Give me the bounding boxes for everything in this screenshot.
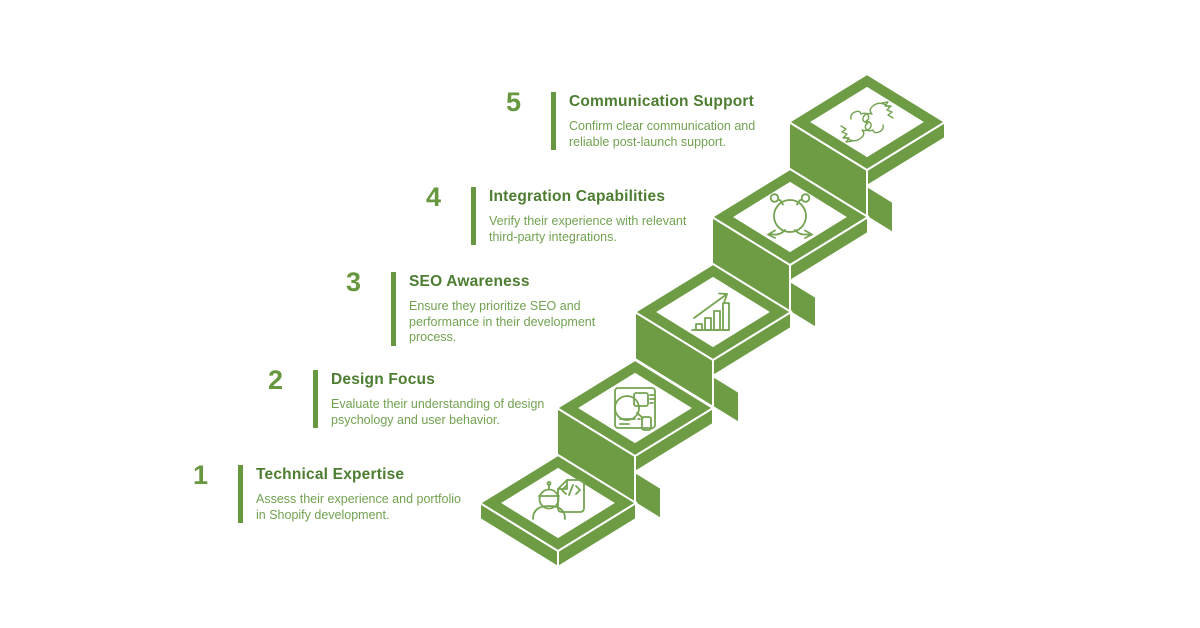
step-title: SEO Awareness [409, 273, 530, 290]
step-title: Integration Capabilities [489, 188, 666, 205]
step-block-1: 1 Technical Expertise Assess their exper… [193, 460, 461, 523]
integration-network-icon [767, 193, 813, 239]
staircase-steps [478, 72, 947, 569]
step-block-4: 4 Integration Capabilities Verify their … [426, 182, 686, 245]
design-layout-icon [614, 387, 656, 431]
step-number: 3 [346, 267, 362, 297]
step-desc-line: third-party integrations. [489, 229, 617, 244]
step-desc-line: Confirm clear communication and [569, 119, 756, 133]
step-desc-line: psychology and user behavior. [331, 412, 500, 427]
step-desc-line: Ensure they prioritize SEO and [409, 299, 581, 313]
step-text: Design Focus Evaluate their understandin… [331, 370, 544, 428]
step-title: Communication Support [569, 93, 755, 110]
step-accent-bar [313, 370, 318, 428]
step-desc-line: in Shopify development. [256, 507, 390, 522]
step-desc-line: reliable post-launch support. [569, 134, 727, 149]
step-block-5: 5 Communication Support Confirm clear co… [506, 87, 755, 150]
step-block-2: 2 Design Focus Evaluate their understand… [268, 365, 544, 428]
step-desc-line: process. [409, 330, 457, 344]
step-number: 2 [268, 365, 284, 395]
step-number: 5 [506, 87, 522, 117]
step-number: 4 [426, 182, 442, 212]
step-desc-line: Assess their experience and portfolio [256, 492, 461, 506]
step-text: Communication Support Confirm clear comm… [569, 92, 755, 150]
step-number: 1 [193, 460, 209, 490]
step-block-3: 3 SEO Awareness Ensure they prioritize S… [346, 267, 595, 346]
step-title: Technical Expertise [256, 466, 405, 483]
step-desc-line: performance in their development [409, 314, 596, 329]
step-text: Technical Expertise Assess their experie… [256, 465, 461, 523]
step-accent-bar [471, 187, 476, 245]
step-desc-line: Verify their experience with relevant [489, 214, 687, 228]
step-title: Design Focus [331, 371, 436, 388]
developer-document-icon [532, 479, 585, 520]
step-text: Integration Capabilities Verify their ex… [489, 187, 686, 245]
growth-chart-icon [691, 292, 730, 331]
step-accent-bar [391, 272, 396, 346]
step-accent-bar [551, 92, 556, 150]
step-desc-line: Evaluate their understanding of design [331, 397, 545, 411]
handshake-icon [840, 101, 894, 143]
step-text: SEO Awareness Ensure they prioritize SEO… [409, 272, 595, 346]
step-accent-bar [238, 465, 243, 523]
